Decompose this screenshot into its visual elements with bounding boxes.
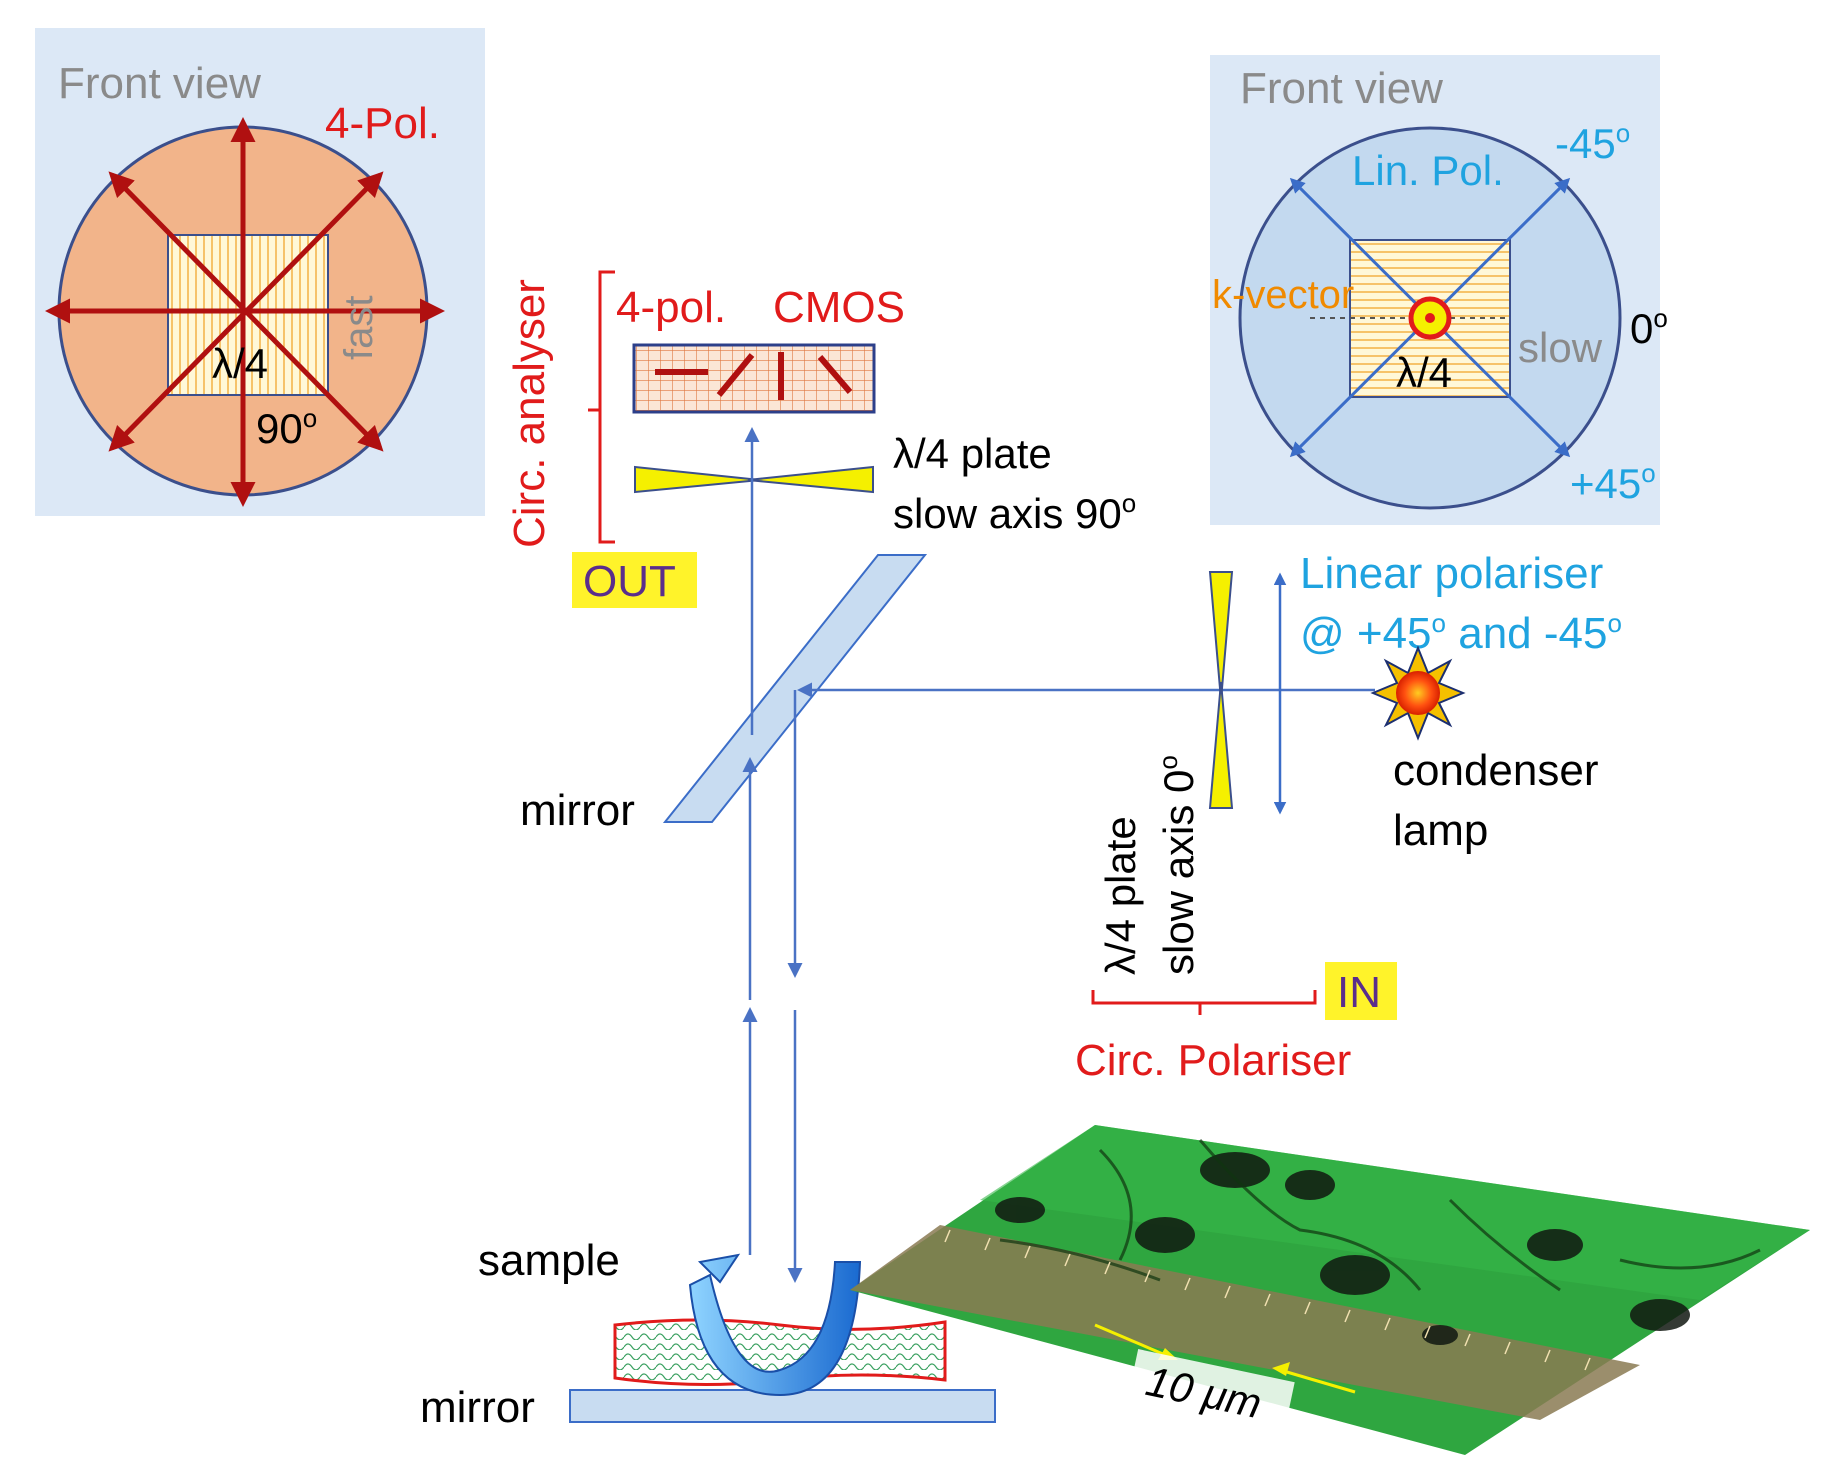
cmos-pol-marks bbox=[655, 352, 853, 400]
analyser-bracket bbox=[588, 270, 615, 544]
ruler-ticks bbox=[944, 1229, 1591, 1371]
polariser-plate-bottom bbox=[1208, 681, 1234, 809]
angle-plus45-label: +45o bbox=[1570, 458, 1656, 507]
angle-0-label: 0o bbox=[1630, 303, 1668, 352]
in-highlight bbox=[1325, 962, 1397, 1020]
cell-boundaries bbox=[999, 1139, 1761, 1292]
fast-axis-label: fast bbox=[337, 296, 381, 360]
analyser-plate-left bbox=[634, 465, 761, 494]
linear-polariser-line2: @ +45o and -45o bbox=[1300, 608, 1622, 658]
right-plate-label: λ/4 bbox=[1396, 349, 1452, 396]
cmos-label: CMOS bbox=[773, 283, 905, 332]
cmos-sensor bbox=[632, 343, 876, 414]
condenser-label-line2: lamp bbox=[1393, 806, 1488, 855]
upper-mirror bbox=[662, 554, 928, 823]
scale-label-bg bbox=[1125, 1349, 1295, 1443]
k-vector-dot bbox=[1425, 313, 1435, 323]
sample-microscope-image: 10 μm bbox=[850, 1125, 1810, 1455]
condenser-label-line1: condenser bbox=[1393, 746, 1598, 795]
left-plate-label: λ/4 bbox=[212, 340, 268, 387]
analyser-plate-line2: slow axis 90o bbox=[893, 488, 1136, 537]
sample-layer bbox=[613, 1318, 947, 1387]
upper-mirror-label: mirror bbox=[520, 786, 635, 835]
analyser-bracket-label: Circ. analyser bbox=[505, 279, 554, 548]
left-angle-label: 90o bbox=[256, 403, 317, 452]
right-front-view-inset: Front view Lin. Pol. k-vector slow λ/4 -… bbox=[1210, 55, 1668, 525]
in-label: IN bbox=[1337, 968, 1381, 1017]
axis-diagonal-2 bbox=[108, 171, 384, 452]
ruler-band bbox=[850, 1225, 1640, 1420]
polariser-bracket-label: Circ. Polariser bbox=[1075, 1036, 1351, 1085]
circular-polariser: Linear polariser @ +45o and -45o λ/4 pla… bbox=[1075, 549, 1622, 1085]
four-pol-label: 4-Pol. bbox=[325, 99, 440, 148]
polariser-plate-top bbox=[1208, 571, 1234, 701]
left-inset-title: Front view bbox=[58, 59, 261, 108]
out-label: OUT bbox=[583, 557, 676, 606]
polariser-plate-line2: slow axis 0o bbox=[1153, 755, 1202, 975]
light-beams bbox=[742, 427, 1375, 1283]
polariser-bracket bbox=[1091, 990, 1317, 1015]
four-pol-cmos-label: 4-pol. bbox=[616, 283, 726, 332]
out-highlight bbox=[572, 552, 697, 608]
reflection-arrow bbox=[688, 1253, 862, 1397]
slow-axis-label: slow bbox=[1518, 324, 1603, 371]
lin-pol-label: Lin. Pol. bbox=[1352, 147, 1504, 194]
k-vector-label: k-vector bbox=[1212, 273, 1354, 317]
analyser-plate-line1: λ/4 plate bbox=[893, 430, 1052, 477]
linear-polariser-line1: Linear polariser bbox=[1300, 549, 1603, 598]
pol-mark-135 bbox=[817, 355, 853, 394]
right-inset-title: Front view bbox=[1240, 64, 1443, 113]
sample-label: sample bbox=[478, 1236, 620, 1285]
circular-analyser: Circ. analyser 4-pol. CMOS λ/4 plate slo… bbox=[505, 270, 1136, 608]
lamp-bulb bbox=[1396, 671, 1440, 715]
left-front-view-inset: Front view 4-Pol. fast λ/4 90o bbox=[35, 28, 485, 516]
angle-minus45-label: -45o bbox=[1555, 118, 1630, 167]
polariser-plate-line1: λ/4 plate bbox=[1097, 816, 1144, 975]
condenser-lamp bbox=[1370, 645, 1466, 741]
analyser-plate-right bbox=[747, 465, 874, 494]
pol-mark-45 bbox=[716, 353, 755, 397]
lower-mirror-label: mirror bbox=[420, 1383, 535, 1432]
four-pol-axes bbox=[45, 117, 445, 507]
